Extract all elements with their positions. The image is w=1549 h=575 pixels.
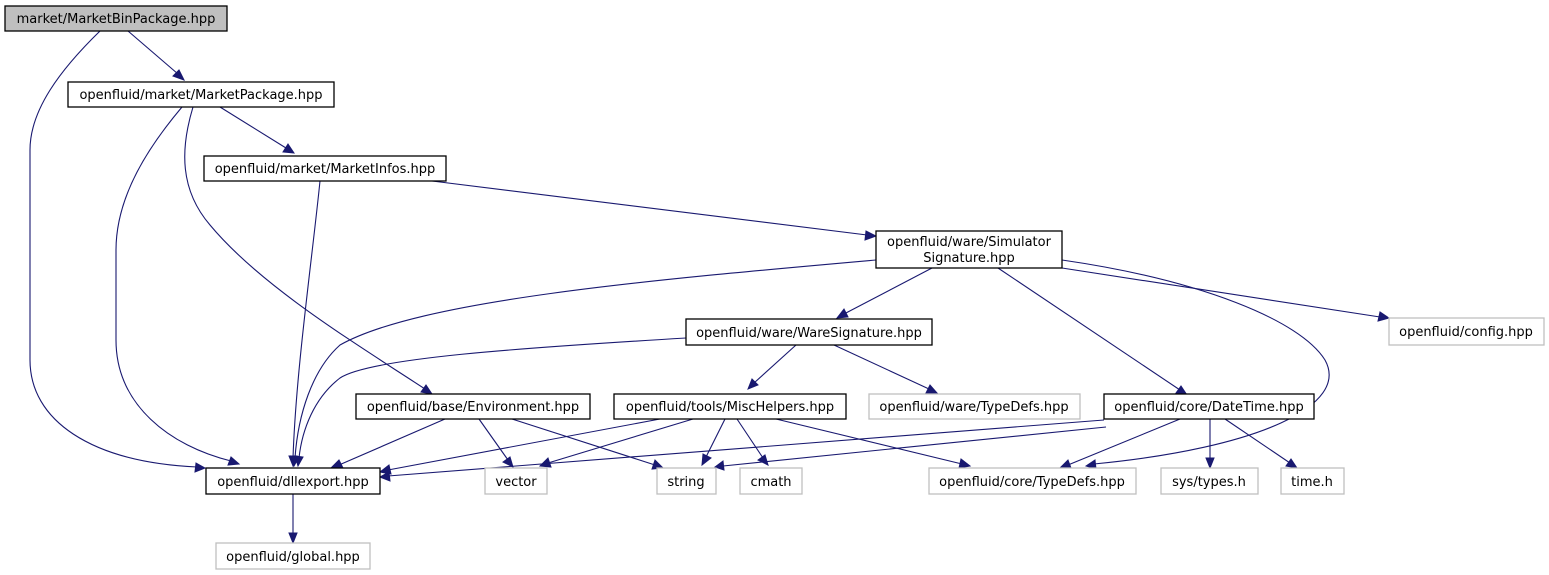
edge-marketbinpackage-to-dllexport <box>29 30 207 473</box>
node-label: cmath <box>750 475 791 490</box>
node-market-bin-package[interactable]: market/MarketBinPackage.hpp <box>4 5 228 32</box>
edge-mischelpers-to-dllexport <box>378 418 661 475</box>
node-market-package[interactable]: openfluid/market/MarketPackage.hpp <box>67 81 335 108</box>
node-vector[interactable]: vector <box>484 467 548 495</box>
node-label: openfluid/market/MarketPackage.hpp <box>79 88 322 103</box>
node-label-line1: openfluid/ware/Simulator <box>887 235 1052 250</box>
node-config[interactable]: openfluid/config.hpp <box>1388 317 1545 346</box>
node-datetime[interactable]: openfluid/core/DateTime.hpp <box>1103 393 1315 420</box>
node-label: openfluid/ware/WareSignature.hpp <box>696 326 922 341</box>
node-label: openfluid/market/MarketInfos.hpp <box>215 162 436 177</box>
edge-datetime-to-string <box>713 426 1107 471</box>
node-dllexport[interactable]: openfluid/dllexport.hpp <box>205 467 381 495</box>
edge-environment-to-dllexport <box>329 418 446 469</box>
edge-simulatorsignature-to-config <box>1061 267 1391 322</box>
node-market-infos[interactable]: openfluid/market/MarketInfos.hpp <box>203 155 447 182</box>
edge-simulatorsignature-to-datetime <box>997 267 1189 396</box>
node-label: string <box>667 475 704 490</box>
node-label: time.h <box>1291 475 1333 490</box>
edge-datetime-to-dllexport <box>378 419 1105 482</box>
edge-waresignature-to-waretypedefs <box>833 344 939 394</box>
node-time-h[interactable]: time.h <box>1280 467 1345 495</box>
edge-mischelpers-to-cmath <box>736 418 769 466</box>
edge-datetime-to-coretypedefs <box>1058 418 1181 469</box>
edge-marketinfos-to-dllexport <box>288 180 321 468</box>
node-label: openfluid/core/DateTime.hpp <box>1114 400 1303 415</box>
node-label-line2: Signature.hpp <box>923 251 1015 266</box>
edge-mischelpers-to-coretypedefs <box>775 418 972 469</box>
node-label: openfluid/dllexport.hpp <box>217 475 369 490</box>
node-label: vector <box>495 475 537 490</box>
edge-marketpackage-to-marketinfos <box>219 106 295 154</box>
node-ware-typedefs[interactable]: openfluid/ware/TypeDefs.hpp <box>868 393 1081 420</box>
edge-mischelpers-to-string <box>701 418 726 467</box>
node-core-typedefs[interactable]: openfluid/core/TypeDefs.hpp <box>928 467 1137 495</box>
node-misc-helpers[interactable]: openfluid/tools/MiscHelpers.hpp <box>613 393 847 420</box>
edge-mischelpers-to-vector <box>538 418 694 468</box>
node-label: openfluid/tools/MiscHelpers.hpp <box>626 400 834 415</box>
node-label: market/MarketBinPackage.hpp <box>17 12 216 27</box>
node-label: openfluid/ware/TypeDefs.hpp <box>879 400 1068 415</box>
node-cmath[interactable]: cmath <box>739 467 803 495</box>
node-label: sys/types.h <box>1172 475 1246 490</box>
edge-simulatorsignature-to-dllexport <box>290 259 877 468</box>
edge-datetime-to-systypes <box>1205 419 1215 470</box>
node-label: openfluid/global.hpp <box>226 550 360 565</box>
node-simulator-signature[interactable]: openfluid/ware/Simulator Signature.hpp <box>875 230 1063 269</box>
edge-simulatorsignature-to-waresignature <box>835 267 933 319</box>
node-sys-types[interactable]: sys/types.h <box>1160 467 1259 495</box>
node-string[interactable]: string <box>656 467 717 495</box>
edge-waresignature-to-dllexport <box>294 337 687 468</box>
edge-simulatorsignature-to-coretypedefs <box>1061 259 1330 470</box>
edge-marketpackage-to-dllexport <box>115 106 241 466</box>
edge-marketinfos-to-simulatorsignature <box>431 180 878 241</box>
edge-marketpackage-to-environment <box>184 106 434 395</box>
node-label: openfluid/config.hpp <box>1399 325 1533 340</box>
edge-waresignature-to-mischelpers <box>747 344 797 390</box>
node-label: openfluid/core/TypeDefs.hpp <box>939 475 1125 490</box>
edge-dllexport-to-global <box>288 494 298 545</box>
edge-environment-to-string <box>511 418 665 470</box>
edge-datetime-to-timeh <box>1224 418 1299 469</box>
node-environment[interactable]: openfluid/base/Environment.hpp <box>355 393 591 420</box>
node-global[interactable]: openfluid/global.hpp <box>215 542 371 570</box>
edge-environment-to-vector <box>478 418 514 468</box>
node-label: openfluid/base/Environment.hpp <box>367 400 579 415</box>
node-ware-signature[interactable]: openfluid/ware/WareSignature.hpp <box>685 318 933 346</box>
edge-marketbinpackage-to-marketpackage <box>127 30 186 81</box>
